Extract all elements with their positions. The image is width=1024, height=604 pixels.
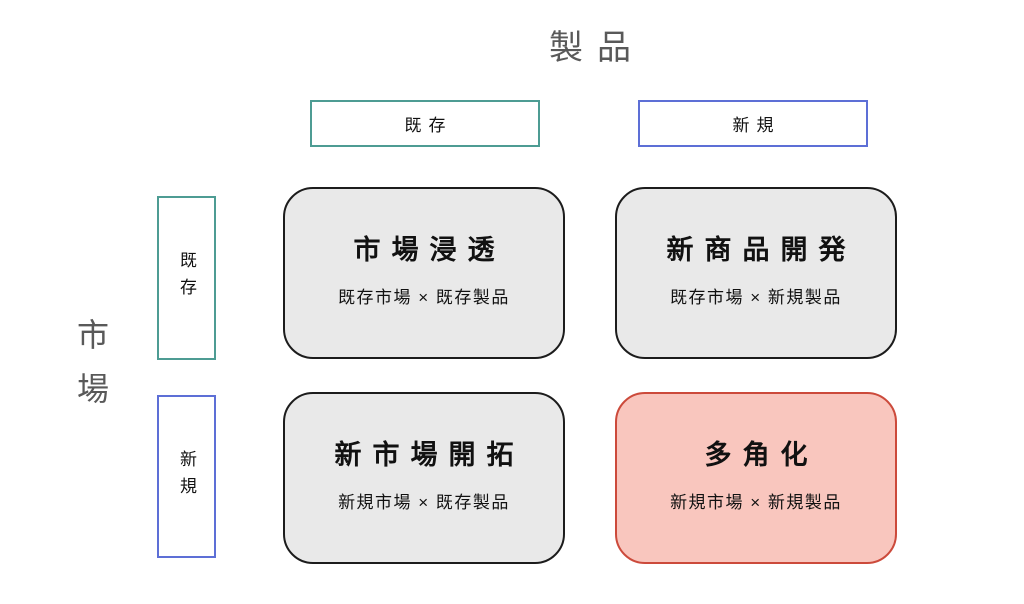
quadrant-subtitle: 既存市場 × 既存製品: [338, 288, 510, 307]
quadrant-new-market-development: 新市場開拓 新規市場 × 既存製品: [283, 392, 565, 564]
quadrant-diversification: 多角化 新規市場 × 新規製品: [615, 392, 897, 564]
column-header-new-product: 新規: [638, 100, 868, 147]
row-header-existing-label: 既存: [177, 251, 196, 305]
product-axis-title: 製品: [549, 29, 645, 67]
quadrant-subtitle: 新規市場 × 新規製品: [670, 493, 842, 512]
market-axis-title: 市場: [73, 318, 109, 426]
quadrant-new-product-development: 新商品開発 既存市場 × 新規製品: [615, 187, 897, 359]
row-header-new-label: 新規: [177, 449, 196, 504]
quadrant-subtitle: 既存市場 × 新規製品: [670, 288, 842, 307]
quadrant-market-penetration: 市場浸透 既存市場 × 既存製品: [283, 187, 565, 359]
column-header-existing-product: 既存: [310, 100, 540, 147]
quadrant-title: 多角化: [704, 440, 819, 470]
row-header-existing-market: 既存: [157, 196, 216, 360]
quadrant-title: 新市場開拓: [334, 440, 525, 470]
quadrant-title: 市場浸透: [353, 235, 506, 265]
quadrant-title: 新商品開発: [666, 235, 857, 265]
row-header-new-market: 新規: [157, 395, 216, 558]
quadrant-subtitle: 新規市場 × 既存製品: [338, 493, 510, 512]
